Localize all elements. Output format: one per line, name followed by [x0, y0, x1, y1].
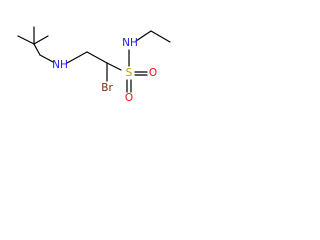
- atom-sulfur: S: [126, 67, 133, 79]
- molecule-structure: NH NH S O O Br: [17, 26, 171, 104]
- bond-c-s: [106, 62, 122, 71]
- bond-tbutyl-methyl-right: [33, 35, 49, 45]
- atom-oxygen-bottom: O: [125, 92, 133, 104]
- bond-tbutyl-to-bottom: [33, 43, 41, 56]
- bond-ethyl: [150, 30, 171, 43]
- bond-nh-ethyl: [135, 30, 152, 42]
- bond-ch2-chbr: [86, 51, 108, 64]
- atom-sulfonamide-nh: NH: [122, 37, 138, 49]
- bond-tbutyl-methyl-left: [17, 35, 35, 45]
- bond-tbutyl-nh: [39, 54, 54, 63]
- atom-amine-nh: NH: [52, 59, 68, 71]
- bond-nh-ch2: [66, 51, 88, 64]
- atom-oxygen-top: O: [149, 67, 157, 79]
- atom-bromine: Br: [101, 82, 113, 94]
